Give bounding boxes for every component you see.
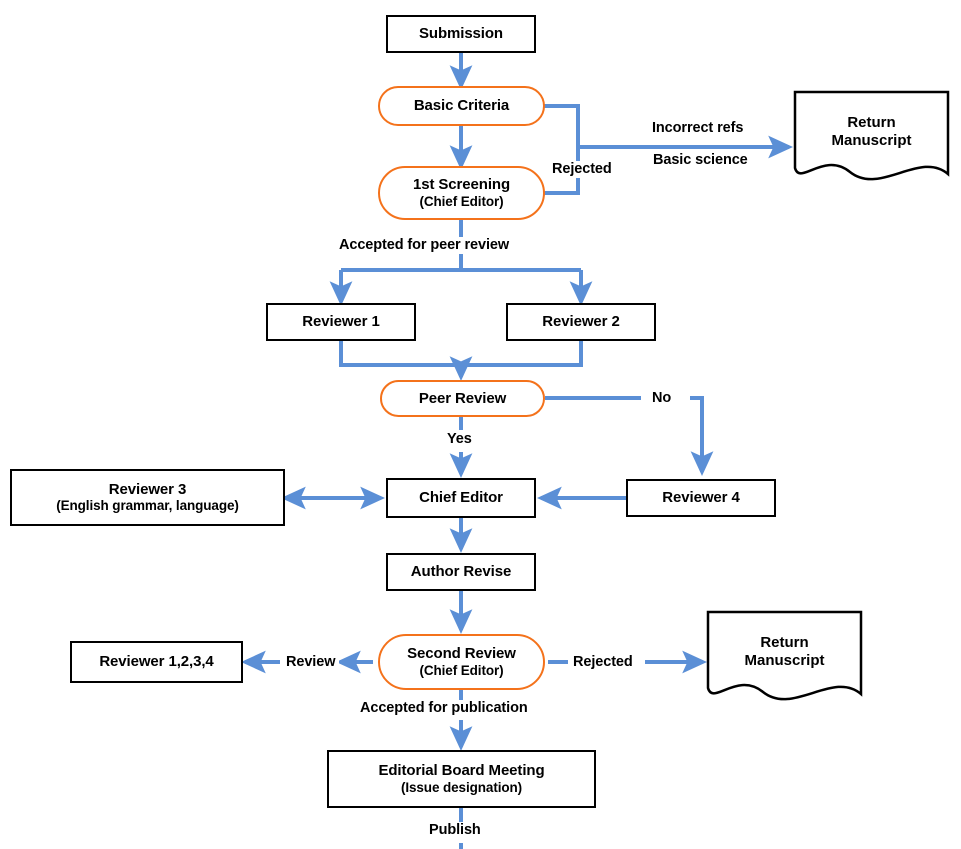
edge-label-rejected-top: Rejected xyxy=(548,161,616,178)
node-first-screening-sublabel: (Chief Editor) xyxy=(419,193,504,209)
node-second-review-sublabel: (Chief Editor) xyxy=(419,662,504,678)
edge-label-publish: Publish xyxy=(424,822,486,839)
node-reviewer-1234-label: Reviewer 1,2,3,4 xyxy=(99,653,214,671)
node-peer-review-label: Peer Review xyxy=(418,389,507,407)
edge-label-basic-science: Basic science xyxy=(649,152,752,169)
node-basic-criteria-label: Basic Criteria xyxy=(413,97,510,115)
node-chief-editor[interactable]: Chief Editor xyxy=(386,478,536,518)
node-chief-editor-label: Chief Editor xyxy=(419,489,503,507)
edge-reviewer-1-merge xyxy=(339,341,461,367)
node-peer-review[interactable]: Peer Review xyxy=(380,380,545,417)
edge-label-accepted-for-peer-review: Accepted for peer review xyxy=(334,237,515,254)
node-first-screening-label: 1st Screening xyxy=(412,176,511,194)
node-reviewer-1[interactable]: Reviewer 1 xyxy=(266,303,416,341)
edge-label-review: Review xyxy=(282,654,340,671)
node-submission[interactable]: Submission xyxy=(386,15,536,53)
node-editorial-board-meeting-label: Editorial Board Meeting xyxy=(378,762,545,780)
node-reviewer-2[interactable]: Reviewer 2 xyxy=(506,303,656,341)
edge-basic-criteria-reject xyxy=(543,104,580,147)
edge-label-no: No xyxy=(648,390,676,407)
node-editorial-board-meeting[interactable]: Editorial Board Meeting (Issue designati… xyxy=(327,750,596,808)
node-reviewer-2-label: Reviewer 2 xyxy=(542,313,620,331)
node-author-revise[interactable]: Author Revise xyxy=(386,553,536,591)
node-reviewer-4-label: Reviewer 4 xyxy=(662,489,740,507)
node-reviewer-3[interactable]: Reviewer 3 (English grammar, language) xyxy=(10,469,285,526)
node-reviewer-3-label: Reviewer 3 xyxy=(108,480,187,498)
edge-label-yes: Yes xyxy=(443,431,476,448)
node-submission-label: Submission xyxy=(418,25,503,43)
node-reviewer-4[interactable]: Reviewer 4 xyxy=(626,479,776,517)
edge-label-rejected-bottom: Rejected xyxy=(569,654,637,671)
node-reviewer-1-label: Reviewer 1 xyxy=(302,313,380,331)
edge-label-accepted-for-publication: Accepted for publication xyxy=(355,700,533,717)
return-manuscript-bottom-line2: Manuscript xyxy=(744,652,825,669)
return-manuscript-top-line1: Return xyxy=(847,114,896,131)
node-return-manuscript-bottom[interactable]: Return Manuscript xyxy=(708,612,861,702)
edge-reviewer-2-merge xyxy=(461,341,583,367)
node-second-review-label: Second Review xyxy=(407,645,516,663)
node-first-screening[interactable]: 1st Screening (Chief Editor) xyxy=(378,166,545,220)
node-second-review[interactable]: Second Review (Chief Editor) xyxy=(378,634,545,690)
return-manuscript-top-line2: Manuscript xyxy=(831,132,912,149)
edge-label-incorrect-refs: Incorrect refs xyxy=(648,120,748,137)
node-editorial-board-meeting-sublabel: (Issue designation) xyxy=(400,779,523,795)
node-author-revise-label: Author Revise xyxy=(410,563,512,581)
node-return-manuscript-bottom-label: Return Manuscript xyxy=(708,634,861,670)
node-reviewer-3-sublabel: (English grammar, language) xyxy=(56,498,239,514)
edge-peer-review-no-down xyxy=(690,396,714,477)
return-manuscript-bottom-line1: Return xyxy=(760,634,809,651)
node-basic-criteria[interactable]: Basic Criteria xyxy=(378,86,545,126)
node-reviewer-1234[interactable]: Reviewer 1,2,3,4 xyxy=(70,641,243,683)
node-return-manuscript-top-label: Return Manuscript xyxy=(795,114,948,150)
node-return-manuscript-top[interactable]: Return Manuscript xyxy=(795,92,948,182)
